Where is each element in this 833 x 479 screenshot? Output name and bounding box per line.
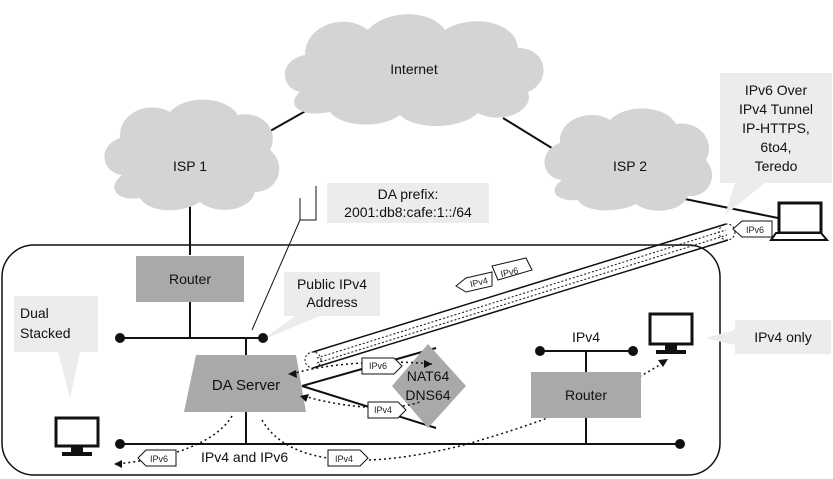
dual-stacked-line-1: Dual xyxy=(20,305,49,321)
left-router: Router xyxy=(136,256,244,302)
nat64-dns64: NAT64 DNS64 xyxy=(392,344,466,428)
da-prefix-callout: DA prefix: 2001:db8:cafe:1::/64 xyxy=(251,183,489,331)
dns64-label: DNS64 xyxy=(405,387,450,403)
right-router-label: Router xyxy=(565,387,607,403)
encap-inner-ipv6: IPv6 xyxy=(500,265,520,279)
dual-segment-label: IPv4 and IPv6 xyxy=(201,449,288,465)
tunnel-line-1: IPv6 Over xyxy=(745,82,808,98)
flow-arrowheads xyxy=(114,359,668,468)
ipv4-segment xyxy=(535,346,638,372)
ipv4-only-label: IPv4 only xyxy=(754,329,812,345)
ipv4-desktop-icon xyxy=(648,312,694,354)
public-ipv4-line-1: Public IPv4 xyxy=(297,276,367,292)
da-server: DA Server xyxy=(184,355,306,412)
tunnel-line-5: Teredo xyxy=(755,158,798,174)
public-ipv4-callout: Public IPv4 Address xyxy=(262,272,380,340)
tunnel-line-4: 6to4, xyxy=(760,139,791,155)
flow-ipv4-label: IPv4 xyxy=(374,405,392,415)
ipv6-over-ipv4-tunnel xyxy=(304,223,736,369)
encap-outer-ipv4: IPv4 xyxy=(469,275,489,289)
tunnel-line-2: IPv4 Tunnel xyxy=(739,101,813,117)
isp1-label: ISP 1 xyxy=(173,158,207,174)
bottom-ipv4-packet: IPv4 xyxy=(327,449,369,467)
flow-ipv6-packet: IPv6 xyxy=(361,357,403,375)
isp2-cloud: ISP 2 xyxy=(544,108,713,211)
client-ipv6-label: IPv6 xyxy=(150,454,168,464)
bottom-ipv4-label: IPv4 xyxy=(335,454,353,464)
isp1-cloud: ISP 1 xyxy=(104,99,280,211)
da-prefix-value: 2001:db8:cafe:1::/64 xyxy=(344,204,472,220)
tunnel-line-3: IP-HTTPS, xyxy=(742,120,810,136)
nat64-label: NAT64 xyxy=(407,368,450,384)
laptop-icon xyxy=(769,201,830,241)
client-ipv6-packet: IPv6 xyxy=(137,449,177,467)
internet-label: Internet xyxy=(390,61,438,77)
flow-ipv4-packet: IPv4 xyxy=(367,401,407,419)
ipv4-segment-label: IPv4 xyxy=(572,329,600,345)
laptop-ipv6-packet: IPv6 xyxy=(732,220,773,238)
dual-stacked-callout: Dual Stacked xyxy=(14,296,98,398)
top-lan-segment xyxy=(115,302,268,355)
encapsulated-packet: IPv4 IPv6 xyxy=(455,257,533,293)
bottom-lan-segment xyxy=(115,412,685,449)
flow-ipv6-label: IPv6 xyxy=(369,361,387,371)
public-ipv4-line-2: Address xyxy=(306,294,357,310)
dual-stacked-line-2: Stacked xyxy=(20,325,71,341)
dual-stack-desktop-icon xyxy=(54,416,100,456)
da-prefix-title: DA prefix: xyxy=(378,186,439,202)
enterprise-boundary xyxy=(1,244,721,476)
laptop-ipv6-label: IPv6 xyxy=(746,225,764,235)
right-router: Router xyxy=(531,372,641,418)
internet-cloud: Internet xyxy=(284,14,544,127)
da-server-label: DA Server xyxy=(212,377,280,394)
ipv4-only-callout: IPv4 only xyxy=(705,320,831,354)
isp2-label: ISP 2 xyxy=(613,158,647,174)
left-router-label: Router xyxy=(169,271,211,287)
tunnel-callout: IPv6 Over IPv4 Tunnel IP-HTTPS, 6to4, Te… xyxy=(720,73,832,215)
